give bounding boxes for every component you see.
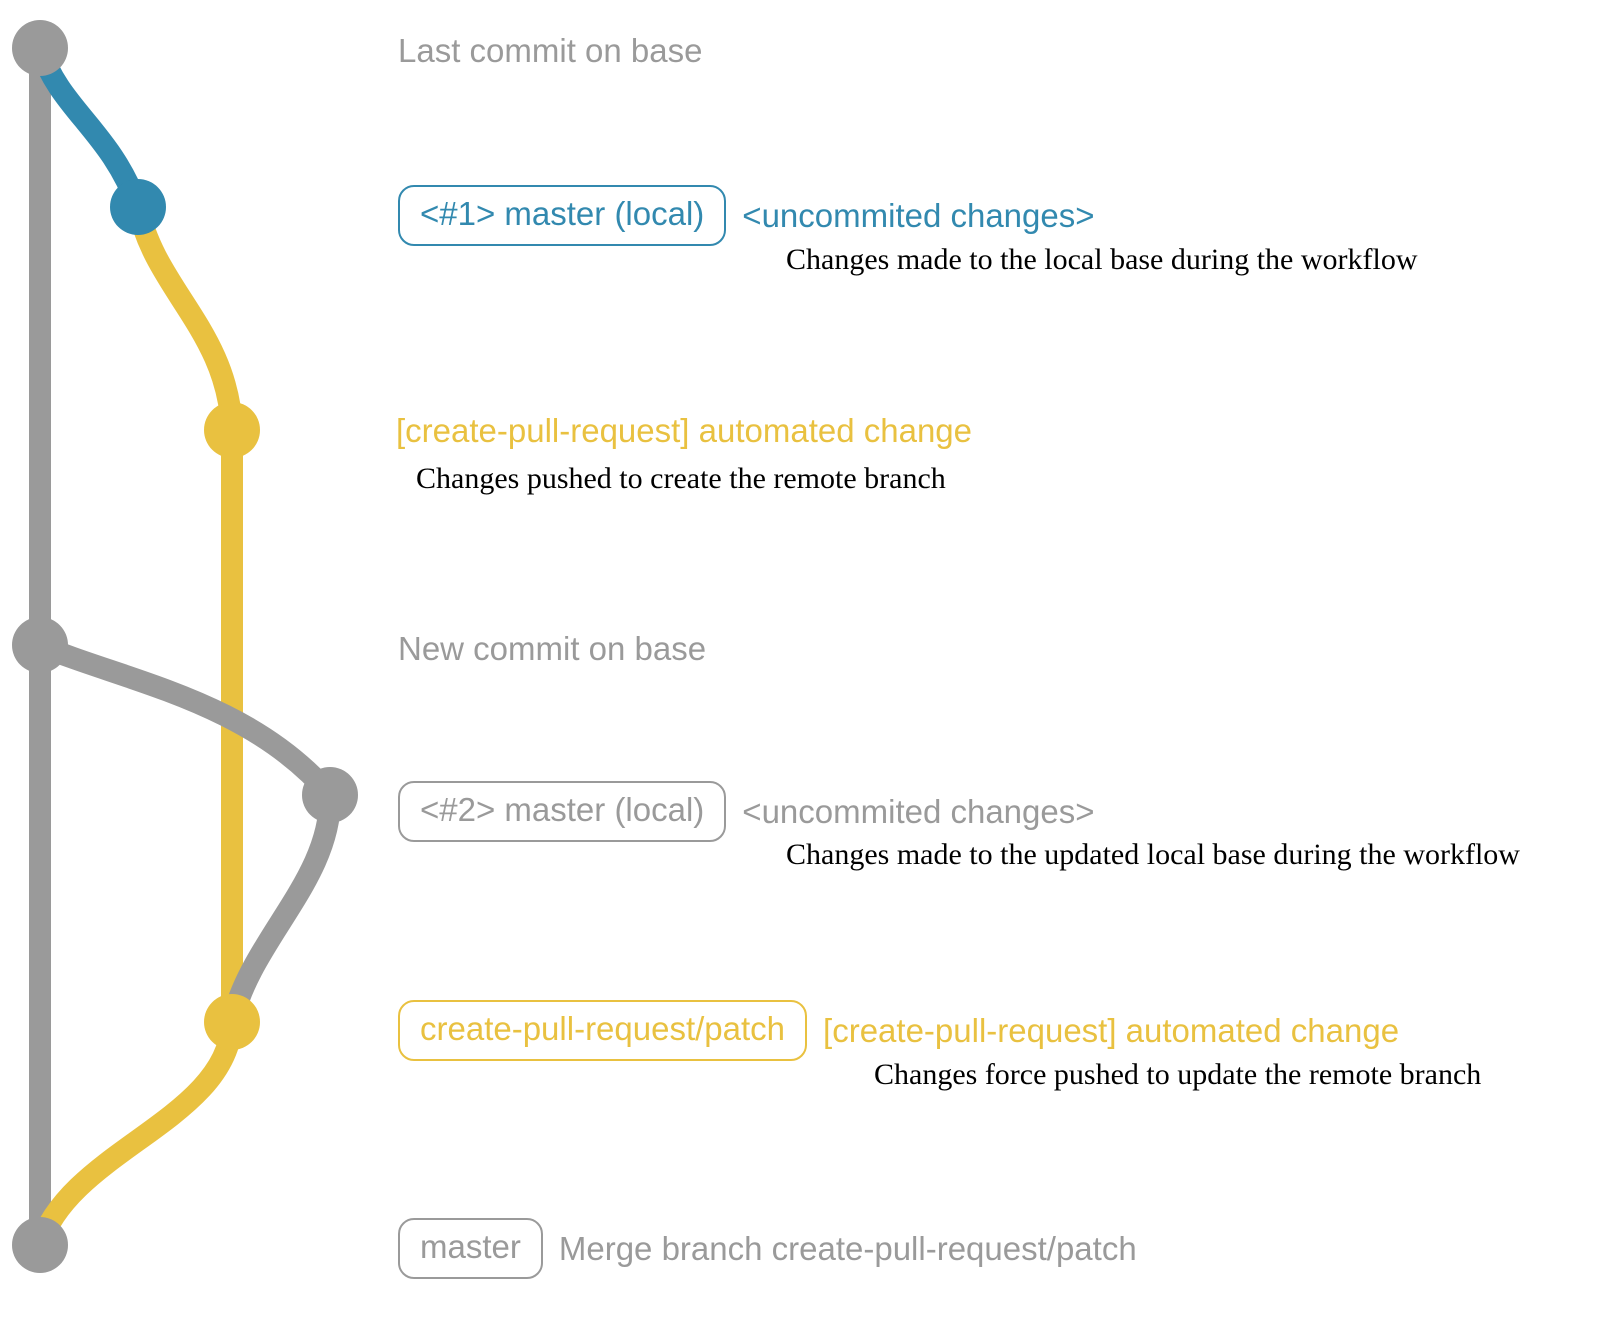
edge-base-to-local-1 — [29, 37, 149, 218]
edge-local-1-to-remote-1 — [127, 196, 243, 441]
edge-local-2-to-patch — [221, 784, 342, 1033]
commit-subject-master-local-1: <uncommited changes> — [742, 196, 1095, 234]
branch-pill-create-pull-request-patch[interactable]: create-pull-request/patch — [398, 1000, 808, 1061]
node-patch[interactable] — [204, 994, 260, 1050]
commit-row-master-merge: master Merge branch create-pull-request/… — [398, 1218, 1137, 1279]
commit-description-automated-change-1: Changes pushed to create the remote bran… — [416, 462, 946, 495]
commit-description-master-local-1: Changes made to the local base during th… — [786, 243, 1418, 276]
branch-pill-master-local-2[interactable]: <#2> master (local) — [398, 781, 727, 842]
commit-row-master-local-1: <#1> master (local) <uncommited changes> — [398, 185, 1095, 246]
branch-pill-master[interactable]: master — [398, 1218, 543, 1279]
node-base-last-commit[interactable] — [12, 20, 68, 76]
node-base-new-commit[interactable] — [12, 617, 68, 673]
commit-description-create-pull-request-patch: Changes force pushed to update the remot… — [874, 1058, 1482, 1091]
commit-row-master-local-2: <#2> master (local) <uncommited changes> — [398, 781, 1095, 842]
commit-subject-create-pull-request-patch: [create-pull-request] automated change — [823, 1011, 1400, 1049]
node-master-merge[interactable] — [12, 1217, 68, 1273]
edge-patch-to-merge — [29, 1011, 243, 1256]
branch-pill-master-local-1[interactable]: <#1> master (local) — [398, 185, 727, 246]
node-master-local-2[interactable] — [302, 767, 358, 823]
commit-subject-automated-change-1: [create-pull-request] automated change — [396, 412, 973, 449]
node-automated-change-1[interactable] — [204, 402, 260, 458]
commit-row-create-pull-request-patch: create-pull-request/patch [create-pull-r… — [398, 1000, 1399, 1061]
commit-subject-last-commit-on-base: Last commit on base — [398, 32, 703, 69]
commit-subject-new-commit-on-base: New commit on base — [398, 630, 707, 667]
node-master-local-1[interactable] — [110, 179, 166, 235]
commit-subject-master-local-2: <uncommited changes> — [742, 792, 1095, 830]
edge-base-to-local-2 — [29, 634, 341, 806]
commit-description-master-local-2: Changes made to the updated local base d… — [786, 838, 1520, 871]
commit-subject-master-merge: Merge branch create-pull-request/patch — [558, 1229, 1137, 1267]
